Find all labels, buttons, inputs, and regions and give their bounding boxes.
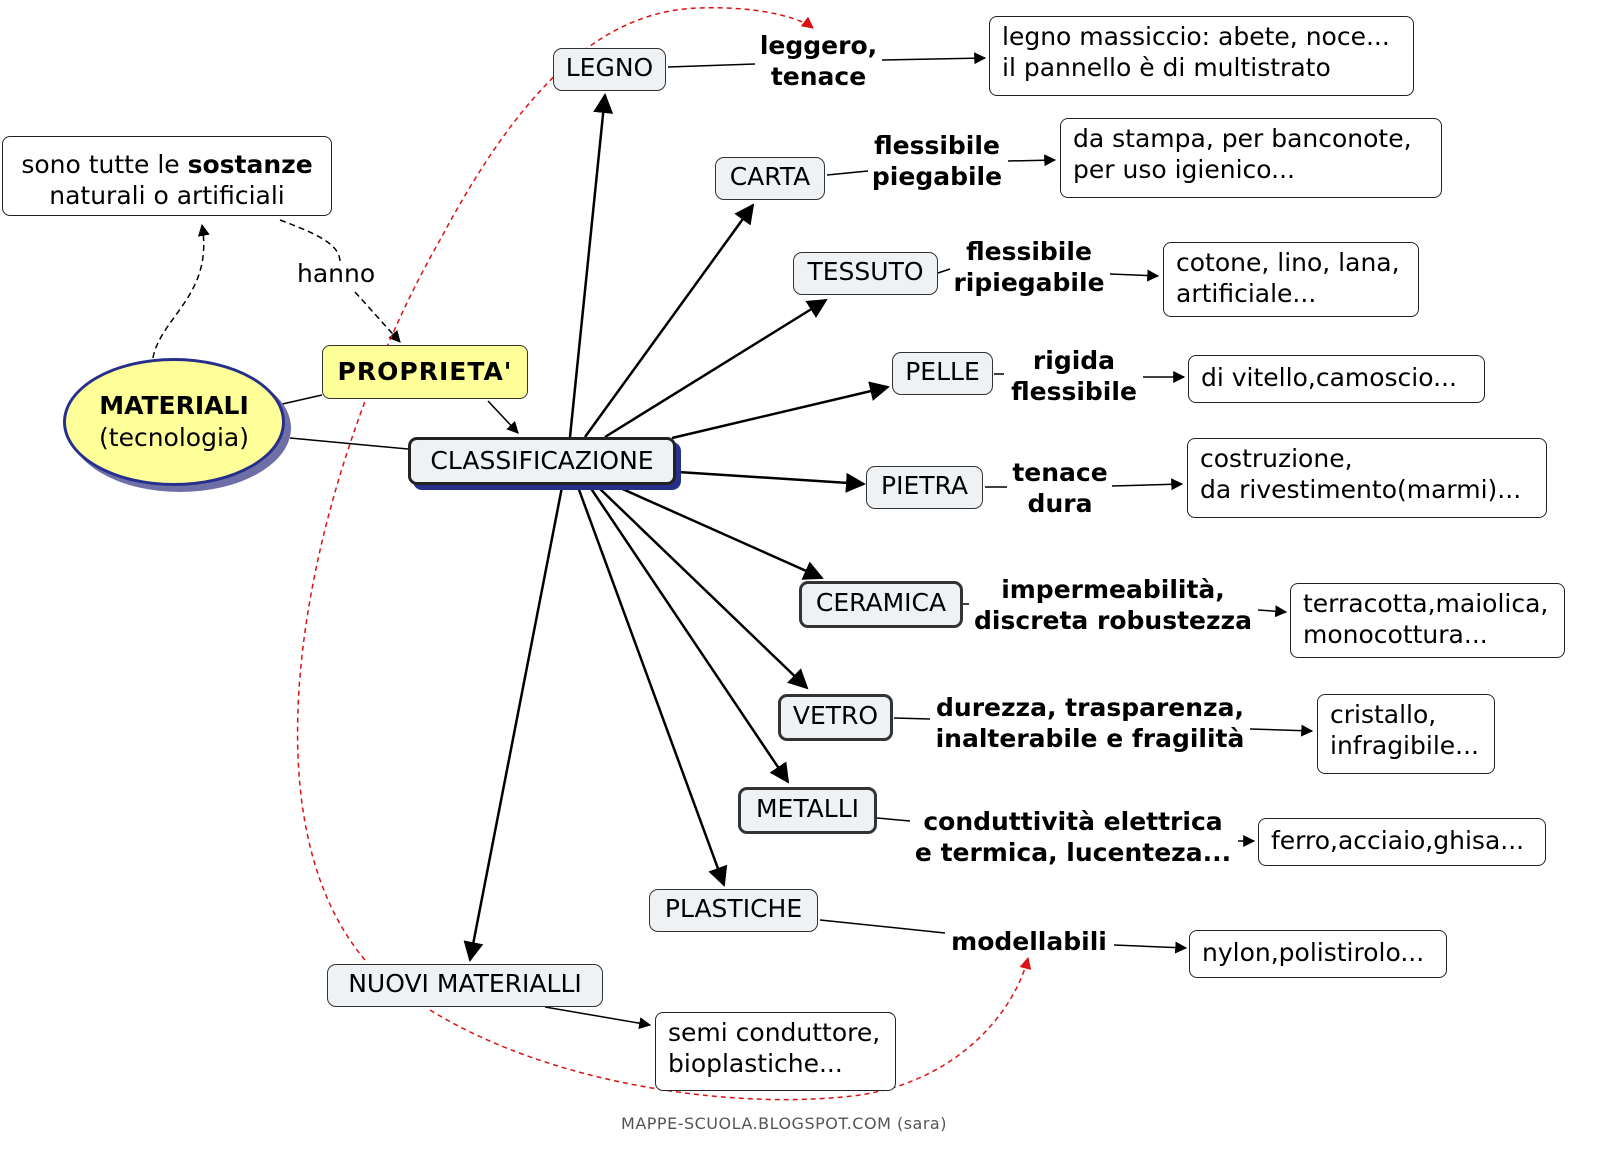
examples-tessuto: cotone, lino, lana,artificiale... xyxy=(1163,242,1419,317)
definition-text-bold: sostanze xyxy=(187,150,313,179)
arrow-vetro xyxy=(597,486,809,690)
red-link-to-plastiche xyxy=(429,956,1032,1101)
arrow-ceramica xyxy=(617,485,824,580)
arrow-pietra xyxy=(677,470,866,493)
definition-text-post: naturali o artificiali xyxy=(49,181,285,210)
link-materiali-proprieta xyxy=(277,394,323,406)
materiali-subtitle: (tecnologia) xyxy=(99,423,249,452)
examples-pelle: di vitello,camoscio... xyxy=(1188,355,1485,403)
examples-carta: da stampa, per banconote,per uso igienic… xyxy=(1060,118,1442,198)
properties-vetro: durezza, trasparenza,inalterabile e frag… xyxy=(935,693,1245,753)
definition-text-pre: sono tutte le xyxy=(21,150,188,179)
link-hanno-proprieta xyxy=(354,291,401,343)
examples-nuovi-materialli: semi conduttore,bioplastiche... xyxy=(655,1012,896,1091)
arrow-metalli xyxy=(588,486,790,784)
examples-plastiche: nylon,polistirolo... xyxy=(1189,930,1447,978)
arrow-carta xyxy=(583,203,755,438)
category-plastiche: PLASTICHE xyxy=(649,889,818,932)
examples-vetro: cristallo,infragibile... xyxy=(1317,694,1495,774)
arrow-plastiche xyxy=(576,486,728,887)
materiali-title: MATERIALI xyxy=(99,391,249,420)
examples-ceramica: terracotta,maiolica,monocottura... xyxy=(1290,583,1565,658)
link-label-hanno: hanno xyxy=(297,259,376,288)
arrow-legno xyxy=(568,93,614,438)
link-proprieta-classificazione xyxy=(487,400,519,434)
footer-credit: MAPPE-SCUOLA.BLOGSPOT.COM (sara) xyxy=(621,1114,947,1133)
link-materiali-definition xyxy=(151,223,210,369)
materiali-ellipse: MATERIALI (tecnologia) xyxy=(63,358,285,486)
category-legno: LEGNO xyxy=(553,48,666,91)
category-carta: CARTA xyxy=(715,157,825,200)
category-pelle: PELLE xyxy=(892,352,993,395)
definition-box: sono tutte le sostanze naturali o artifi… xyxy=(2,136,332,216)
red-link-to-legno xyxy=(296,7,814,961)
category-vetro: VETRO xyxy=(778,694,893,741)
category-tessuto: TESSUTO xyxy=(793,252,938,295)
category-ceramica: CERAMICA xyxy=(799,581,963,628)
properties-legno: leggero,tenace xyxy=(759,31,878,91)
arrow-nuovi-materiali xyxy=(463,486,564,962)
examples-legno: legno massiccio: abete, noce...il pannel… xyxy=(989,16,1414,96)
proprieta-node: PROPRIETA' xyxy=(322,345,528,399)
classificazione-node: CLASSIFICAZIONE xyxy=(408,437,676,485)
examples-metalli: ferro,acciaio,ghisa... xyxy=(1258,818,1546,866)
category-pietra: PIETRA xyxy=(866,466,983,509)
arrow-tessuto xyxy=(604,298,828,439)
properties-plastiche: modellabili xyxy=(951,927,1107,956)
category-nuovi-materialli: NUOVI MATERIALLI xyxy=(327,964,603,1007)
examples-pietra: costruzione,da rivestimento(marmi)... xyxy=(1187,438,1547,518)
link-definition-hanno xyxy=(279,219,341,263)
arrow-pelle xyxy=(671,381,890,440)
properties-ceramica: impermeabilità,discreta robustezza xyxy=(974,575,1252,635)
link-materiali-classificazione xyxy=(289,437,409,450)
category-metalli: METALLI xyxy=(738,787,877,834)
